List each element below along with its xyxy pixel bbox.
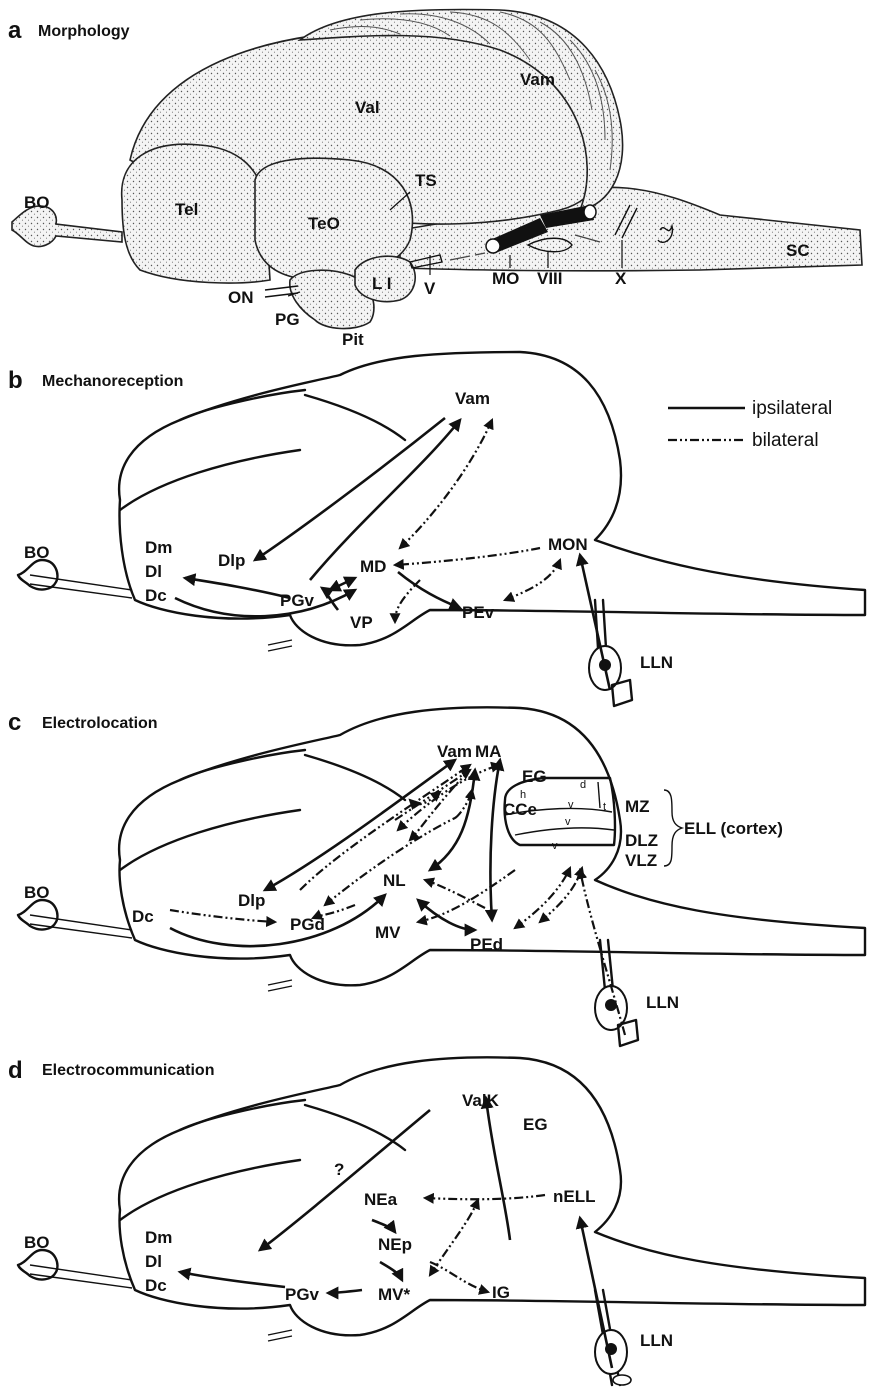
label-bo-b: BO xyxy=(24,543,50,562)
label-tel: Tel xyxy=(175,200,198,219)
label-lln-d: LLN xyxy=(640,1331,673,1350)
label-dm-d: Dm xyxy=(145,1228,172,1247)
label-eg-d: EG xyxy=(523,1115,548,1134)
label-pgd: PGd xyxy=(290,915,325,934)
label-li: L I xyxy=(372,274,392,293)
label-vlz: VLZ xyxy=(625,851,657,870)
zone-v1: v xyxy=(568,799,574,811)
label-pgv-b: PGv xyxy=(280,591,315,610)
panel-a-letter: a xyxy=(8,17,22,44)
label-mv-c: MV xyxy=(375,923,401,942)
olfactory-bulb-shape xyxy=(12,206,122,247)
label-on: ON xyxy=(228,288,254,307)
label-vam-b: Vam xyxy=(455,389,490,408)
label-nl: NL xyxy=(383,871,406,890)
panel-d: d Electrocommunication xyxy=(8,1057,865,1385)
label-valk: ValK xyxy=(462,1091,500,1110)
label-ell: ELL (cortex) xyxy=(684,819,783,838)
label-vam-c: Vam xyxy=(437,742,472,761)
brain-outline-d xyxy=(18,1057,865,1341)
label-ped: PEd xyxy=(470,935,503,954)
label-teo: TeO xyxy=(308,214,340,233)
panel-d-letter: d xyxy=(8,1057,23,1084)
label-md: MD xyxy=(360,557,386,576)
lln-ganglion-c xyxy=(595,940,638,1046)
panel-b: b Mechanoreception ipsilateral bilateral xyxy=(8,352,865,706)
label-dlp-c: Dlp xyxy=(238,891,265,910)
label-dc-c: Dc xyxy=(132,907,154,926)
label-cce: CCe xyxy=(503,800,537,819)
zone-v2: v xyxy=(565,816,571,828)
label-v-a: V xyxy=(424,279,436,298)
label-dc-d: Dc xyxy=(145,1276,167,1295)
panel-c-title: Electrolocation xyxy=(42,715,158,732)
label-pev: PEv xyxy=(462,603,495,622)
panel-c-letter: c xyxy=(8,709,21,736)
label-nep: NEp xyxy=(378,1235,412,1254)
label-bo-a: BO xyxy=(24,193,50,212)
label-lln-c: LLN xyxy=(646,993,679,1012)
label-mon: MON xyxy=(548,535,588,554)
label-dc-b: Dc xyxy=(145,586,167,605)
panel-b-title: Mechanoreception xyxy=(42,373,183,390)
zone-d: d xyxy=(580,779,586,791)
label-sc: SC xyxy=(786,241,810,260)
label-ig: IG xyxy=(492,1283,510,1302)
label-val: Val xyxy=(355,98,380,117)
label-viii: VIII xyxy=(537,269,563,288)
label-dlz: DLZ xyxy=(625,831,658,850)
panel-b-letter: b xyxy=(8,367,23,394)
label-x: X xyxy=(615,269,627,288)
legend-bilateral: bilateral xyxy=(752,430,819,451)
label-vp: VP xyxy=(350,613,373,632)
label-bo-c: BO xyxy=(24,883,50,902)
label-dm-b: Dm xyxy=(145,538,172,557)
label-mo: MO xyxy=(492,269,519,288)
label-lln-b: LLN xyxy=(640,653,673,672)
label-mv-d: MV* xyxy=(378,1285,411,1304)
lln-ganglion-b xyxy=(589,600,632,706)
label-bo-d: BO xyxy=(24,1233,50,1252)
label-nea: NEa xyxy=(364,1190,398,1209)
label-vam-a: Vam xyxy=(520,70,555,89)
ell-brace xyxy=(664,790,682,866)
label-pgv-d: PGv xyxy=(285,1285,320,1304)
label-ma: MA xyxy=(475,742,501,761)
legend-ipsilateral: ipsilateral xyxy=(752,398,832,419)
label-pg: PG xyxy=(275,310,300,329)
label-ts: TS xyxy=(415,171,437,190)
label-dl-b: Dl xyxy=(145,562,162,581)
label-pit: Pit xyxy=(342,330,364,349)
pathway-arrows-d xyxy=(180,1098,612,1368)
panel-a: a Morphology xyxy=(8,9,862,349)
panel-a-title: Morphology xyxy=(38,23,130,40)
zone-t: t xyxy=(603,801,606,813)
label-mz: MZ xyxy=(625,797,650,816)
label-dl-d: Dl xyxy=(145,1252,162,1271)
panel-c: c Electrolocation h d v v v t xyxy=(8,707,865,1046)
panel-d-title: Electrocommunication xyxy=(42,1062,214,1079)
label-question: ? xyxy=(334,1160,344,1179)
label-eg-c: EG xyxy=(522,767,547,786)
label-dlp-b: Dlp xyxy=(218,551,245,570)
lln-ganglion-d xyxy=(595,1290,631,1385)
zone-v3: v xyxy=(552,840,558,852)
label-nell: nELL xyxy=(553,1187,596,1206)
